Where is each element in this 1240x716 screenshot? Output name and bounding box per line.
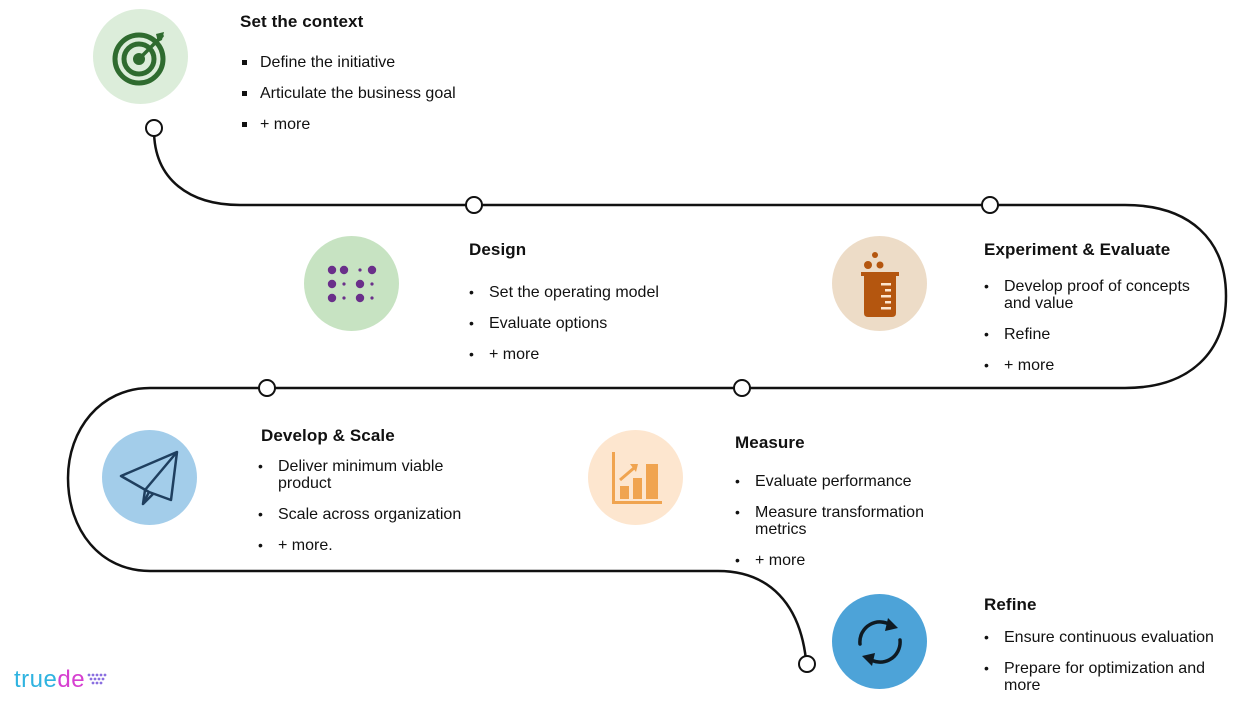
step-refine: Refine Ensure continuous evaluation Prep… bbox=[984, 595, 1214, 708]
step-item: Deliver minimum viable product bbox=[258, 458, 488, 492]
step-title: Refine bbox=[984, 595, 1037, 614]
step-title: Measure bbox=[735, 433, 805, 452]
beaker-icon bbox=[860, 251, 899, 317]
target-icon-circle bbox=[93, 9, 188, 104]
step-title: Design bbox=[469, 240, 527, 259]
step-item: Articulate the business goal bbox=[240, 85, 460, 102]
path-node-develop bbox=[258, 379, 276, 397]
step-item: + more bbox=[240, 116, 460, 133]
step-design: Design Set the operating model Evaluate … bbox=[469, 240, 709, 377]
beaker-icon-circle bbox=[832, 236, 927, 331]
step-item: Ensure continuous evaluation bbox=[984, 629, 1214, 646]
dots-icon-circle bbox=[304, 236, 399, 331]
step-item: + more. bbox=[258, 537, 488, 554]
step-item: Develop proof of concepts and value bbox=[984, 278, 1204, 312]
dots-grid-icon bbox=[327, 265, 376, 302]
logo-mark-icon bbox=[87, 673, 107, 685]
step-item: Set the operating model bbox=[469, 284, 709, 301]
logo-text-part2: de bbox=[57, 666, 86, 693]
logo-text-part1: true bbox=[14, 666, 58, 693]
target-icon bbox=[112, 31, 165, 85]
step-title: Develop & Scale bbox=[261, 426, 395, 445]
path-node-start bbox=[145, 119, 163, 137]
step-title: Set the context bbox=[240, 12, 364, 31]
step-item: Evaluate options bbox=[469, 315, 709, 332]
step-measure: Measure Evaluate performance Measure tra… bbox=[735, 433, 965, 583]
paper-plane-icon bbox=[119, 450, 178, 505]
chart-icon-circle bbox=[588, 430, 683, 525]
step-item: Refine bbox=[984, 326, 1204, 343]
step-item: Scale across organization bbox=[258, 506, 488, 523]
path-node-measure bbox=[733, 379, 751, 397]
step-item: Measure transformation metrics bbox=[735, 504, 965, 538]
step-item: Define the initiative bbox=[240, 54, 460, 71]
plane-icon-circle bbox=[102, 430, 197, 525]
path-node-experiment bbox=[981, 196, 999, 214]
bar-chart-icon bbox=[611, 451, 662, 504]
step-item: + more bbox=[735, 552, 965, 569]
step-title: Experiment & Evaluate bbox=[984, 240, 1171, 259]
step-item: + more bbox=[984, 357, 1204, 374]
path-node-design bbox=[465, 196, 483, 214]
step-set-context: Set the context Define the initiative Ar… bbox=[240, 12, 460, 147]
step-develop-scale: Develop & Scale Deliver minimum viable p… bbox=[258, 426, 488, 568]
path-node-end bbox=[798, 655, 816, 673]
step-item: Evaluate performance bbox=[735, 473, 965, 490]
step-experiment-evaluate: Experiment & Evaluate Develop proof of c… bbox=[984, 240, 1204, 388]
step-item: + more bbox=[469, 346, 709, 363]
step-item: Prepare for optimization and more bbox=[984, 660, 1214, 694]
refresh-icon bbox=[857, 617, 902, 666]
refresh-icon-circle bbox=[832, 594, 927, 689]
